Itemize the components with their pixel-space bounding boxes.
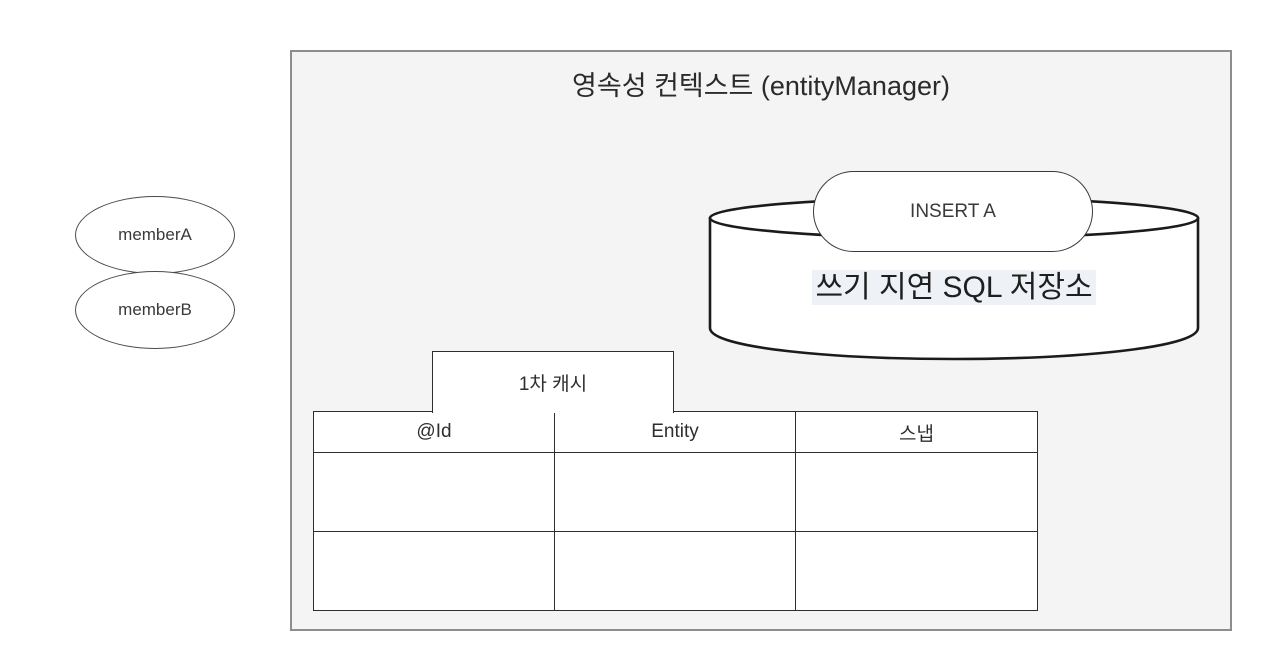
cache-table-body [313, 452, 1038, 611]
cache-cell-snapshot [795, 452, 1038, 532]
cache-cell-snapshot [795, 531, 1038, 611]
first-level-cache-table: @Id Entity 스냅 [313, 411, 1038, 611]
entity-ellipse-memberb: memberB [75, 271, 235, 349]
cache-column-header-snapshot: 스냅 [795, 411, 1038, 453]
cache-column-header-entity: Entity [554, 411, 796, 453]
persistence-context-title: 영속성 컨텍스트 (entityManager) [572, 71, 950, 101]
cache-column-header-id: @Id [313, 411, 555, 453]
cache-cell-id [313, 452, 555, 532]
cache-cell-entity [554, 531, 796, 611]
sql-statement-insert-a: INSERT A [813, 171, 1093, 252]
cache-table-head: @Id Entity 스냅 [313, 411, 1038, 453]
entity-label-memberb: memberB [118, 300, 192, 319]
first-level-cache-tab-label: 1차 캐시 [518, 374, 588, 395]
entity-label-membera: memberA [118, 225, 192, 244]
sql-statement-label: INSERT A [910, 200, 996, 222]
table-row [313, 452, 1038, 532]
cache-cell-entity [554, 452, 796, 532]
cache-cell-id [313, 531, 555, 611]
table-row [313, 531, 1038, 611]
entity-ellipse-membera: memberA [75, 196, 235, 274]
first-level-cache-tab: 1차 캐시 [432, 351, 674, 413]
cache-table-header-row: @Id Entity 스냅 [313, 411, 1038, 453]
